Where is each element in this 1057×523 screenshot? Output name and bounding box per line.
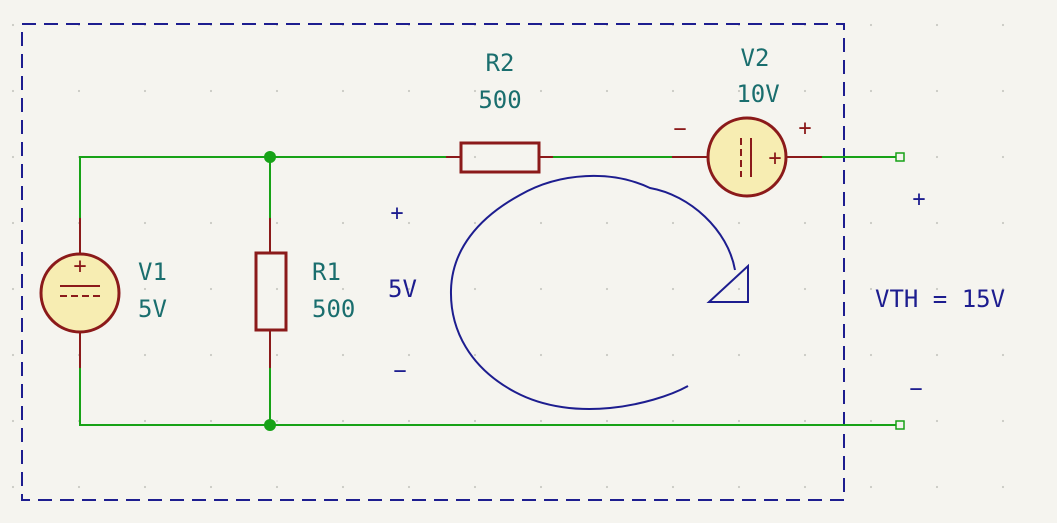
r1-ref-label: R1	[312, 258, 341, 286]
v1-plus-symbol: +	[73, 254, 86, 279]
r1-value-label: 500	[312, 295, 355, 323]
v1-ref-label: V1	[138, 258, 167, 286]
r1-voltage-value: 5V	[388, 275, 417, 303]
junction-bottom	[264, 419, 276, 431]
resistor-r2[interactable]	[446, 141, 553, 174]
v1-value-label: 5V	[138, 295, 167, 323]
r2-value-label: 500	[478, 86, 521, 114]
v2-plus-symbol: +	[768, 146, 781, 171]
voltage-source-v2[interactable]: +	[672, 116, 822, 198]
r1-voltage-minus: −	[393, 359, 406, 384]
output-plus: +	[912, 187, 925, 212]
v2-value-label: 10V	[736, 80, 779, 108]
v2-body	[706, 116, 788, 198]
v1-body	[39, 252, 121, 334]
loop-arrow-head	[706, 263, 749, 303]
output-terminal-top[interactable]	[895, 152, 905, 162]
junction-top	[264, 151, 276, 163]
voltage-source-v1[interactable]: +	[39, 218, 121, 368]
v2-pin-plus-label: +	[798, 116, 811, 141]
wire-top-left	[79, 156, 461, 218]
v2-pin-minus-label: −	[673, 117, 686, 142]
resistor-r1[interactable]	[254, 218, 288, 368]
output-vth-label: VTH = 15V	[875, 285, 1005, 313]
loop-arrow	[449, 174, 749, 411]
r2-ref-label: R2	[486, 49, 515, 77]
thevenin-boundary	[21, 23, 845, 501]
r1-body	[254, 251, 288, 332]
v2-ref-label: V2	[741, 44, 770, 72]
wire-bottom	[79, 368, 896, 426]
output-terminal-bottom[interactable]	[895, 420, 905, 430]
wires	[79, 156, 896, 426]
output-minus: −	[909, 377, 922, 402]
r2-body	[459, 141, 541, 174]
r1-voltage-plus: +	[390, 201, 403, 226]
loop-arrow-path	[449, 174, 736, 411]
